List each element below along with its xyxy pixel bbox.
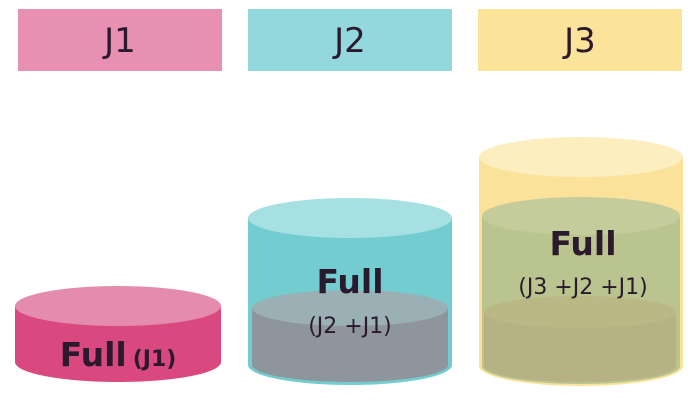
cylinder-j3 (479, 137, 683, 386)
header-j2-box (248, 9, 452, 71)
header-j2-label: J2 (332, 21, 366, 61)
cylinder-j1-title: Full(J1) (60, 335, 177, 374)
cylinder-j1 (15, 286, 221, 382)
header-j1-label: J1 (102, 21, 136, 61)
cylinder-j3-subtitle: (J3 +J2 +J1) (518, 275, 647, 300)
cylinder-j3-title: Full (549, 224, 616, 263)
cylinder-j2-title: Full (316, 262, 383, 301)
header-j3-label: J3 (562, 21, 596, 61)
cylinder-j2 (248, 198, 452, 385)
cylinder-j2-subtitle: (J2 +J1) (308, 314, 392, 339)
header-j3-box (478, 9, 682, 71)
header-j1-box (18, 9, 222, 71)
